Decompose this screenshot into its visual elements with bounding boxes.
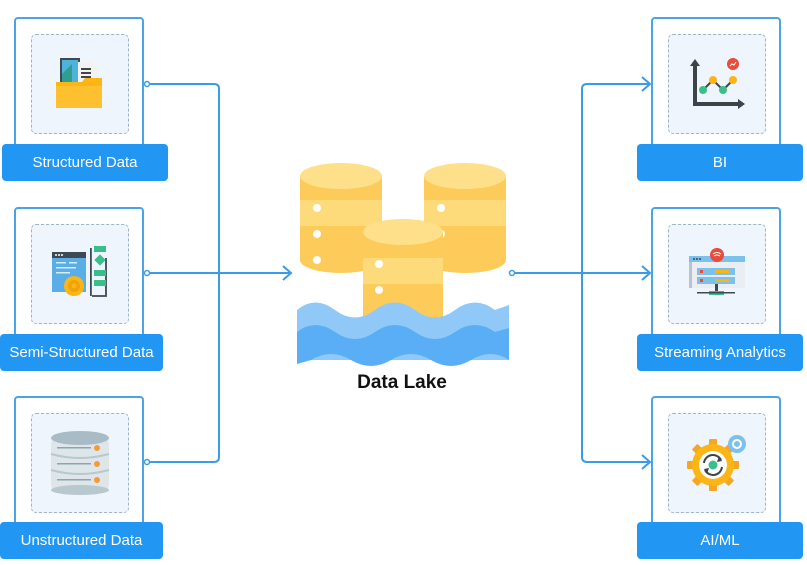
source-label-structured: Structured Data [2, 144, 168, 181]
cylinder-right [424, 163, 506, 273]
water-front [297, 325, 509, 366]
line-chart-icon [690, 58, 745, 109]
connector-dot [143, 80, 151, 88]
source-label-unstructured: Unstructured Data [0, 522, 163, 559]
streaming-server-icon [689, 248, 745, 295]
icon-frame [31, 224, 129, 324]
consumer-label-streaming-analytics: Streaming Analytics [637, 334, 803, 371]
arrow-head-bi [641, 76, 652, 92]
data-lake-title: Data Lake [357, 372, 447, 393]
connector-to-bi [581, 83, 649, 273]
arrow-head-to-lake [282, 265, 293, 281]
icon-frame [31, 34, 129, 134]
folder-files-icon [56, 58, 102, 108]
flowchart-window-icon [52, 246, 107, 297]
icon-frame [668, 224, 766, 324]
source-label-semi-structured: Semi-Structured Data [0, 334, 163, 371]
connector-dot [143, 269, 151, 277]
connector-unstructured [147, 273, 220, 463]
consumer-label-bi: BI [637, 144, 803, 181]
connector-dot [143, 458, 151, 466]
icon-frame [668, 413, 766, 513]
connector-structured [147, 83, 220, 273]
connector-to-aiml [581, 273, 649, 463]
consumer-label-aiml: AI/ML [637, 522, 803, 559]
icon-frame [31, 413, 129, 513]
data-lake-icon [297, 163, 509, 366]
database-server-icon [50, 431, 110, 495]
connector-dot [508, 269, 516, 277]
arrow-head-aiml [641, 454, 652, 470]
arrow-head-streaming [641, 265, 652, 281]
gear-sync-icon [687, 435, 746, 491]
icon-frame [668, 34, 766, 134]
